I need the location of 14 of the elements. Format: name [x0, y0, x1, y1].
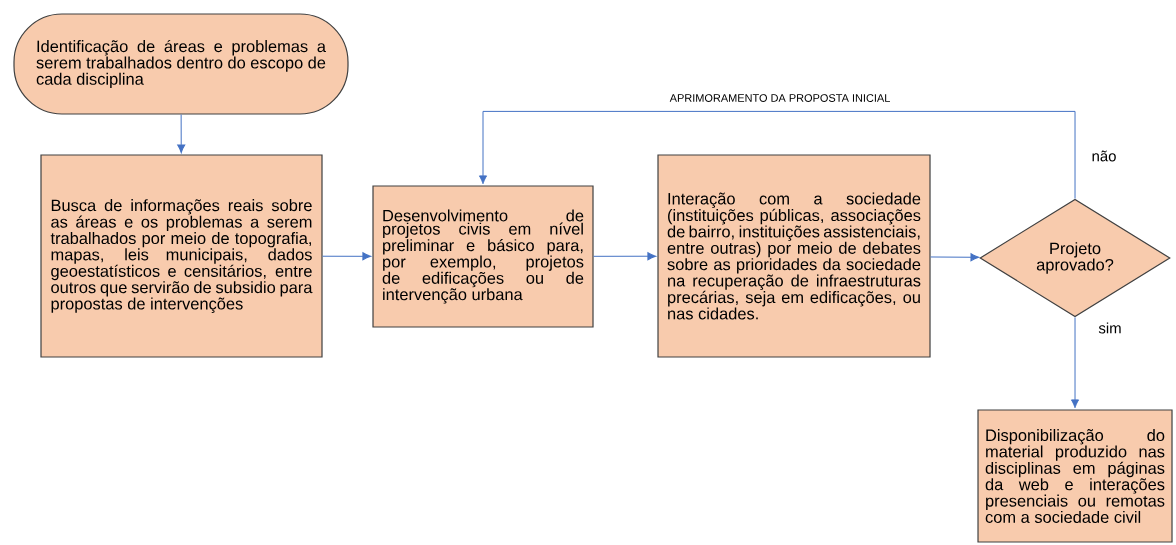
terminal-box: Identificação de áreas e problemas a serem trabalhados dentro do escopo de cada disciplina — [13, 13, 349, 115]
arrow — [478, 110, 1076, 200]
arrow — [322, 252, 372, 261]
arrow — [1070, 316, 1080, 409]
process-box: Disponibilização do material produzido nas disciplinas em páginas da web e interações presenciais ou remotas com a sociedade civil — [977, 409, 1173, 543]
process-box: Busca de informações reais sobre as áreas e os problemas a serem trabalhados por meio de topografia, mapas, leis municipais, dados geoestatísticos e censitários, entre outros que servirão de subsidio para propostas de intervenções — [40, 154, 323, 358]
arrow — [177, 114, 186, 154]
process-box: Desenvolvimento de projetos civis em nível preliminar e básico para, por exemplo, projetos de edificações ou de intervenção urbana — [372, 185, 594, 328]
arrow — [593, 252, 657, 261]
flow-label: APRIMORAMENTO DA PROPOSTA INICIAL — [669, 94, 890, 102]
arrow — [930, 253, 980, 262]
edge-label: sim — [1098, 322, 1121, 334]
process-box: Interação com a sociedade (instituições públicas, associações de bairro, instituições assistenciais, entre outras) por meio de debates sobre as prioridades da sociedade na recuperação de infraestruturas precárias, seja em edificações, ou nas cidades. — [657, 154, 931, 358]
edge-label: não — [1092, 150, 1116, 162]
